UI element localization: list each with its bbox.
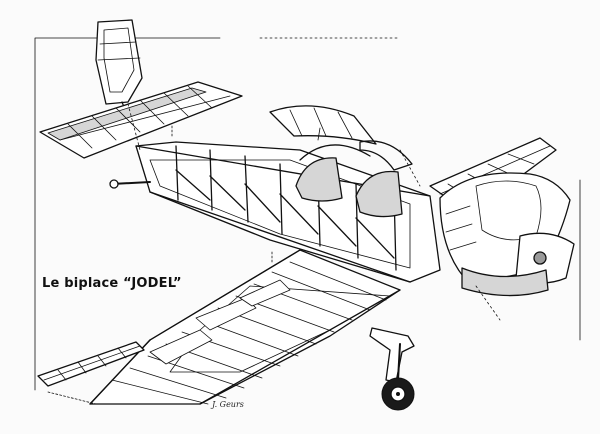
canopy — [269, 105, 413, 171]
assembly-lines — [127, 103, 501, 321]
aileron — [37, 341, 145, 405]
fuselage-frame — [109, 141, 441, 283]
frame-lines — [34, 37, 581, 391]
horizontal-stabilizer — [39, 81, 243, 159]
artist-signature: J. Geurs — [212, 400, 244, 409]
engine-cowling — [439, 172, 575, 297]
left-wing — [89, 249, 401, 405]
landing-gear — [369, 327, 415, 411]
figure-caption: Le biplace “JODEL” — [42, 276, 182, 291]
vertical-fin — [95, 19, 143, 113]
